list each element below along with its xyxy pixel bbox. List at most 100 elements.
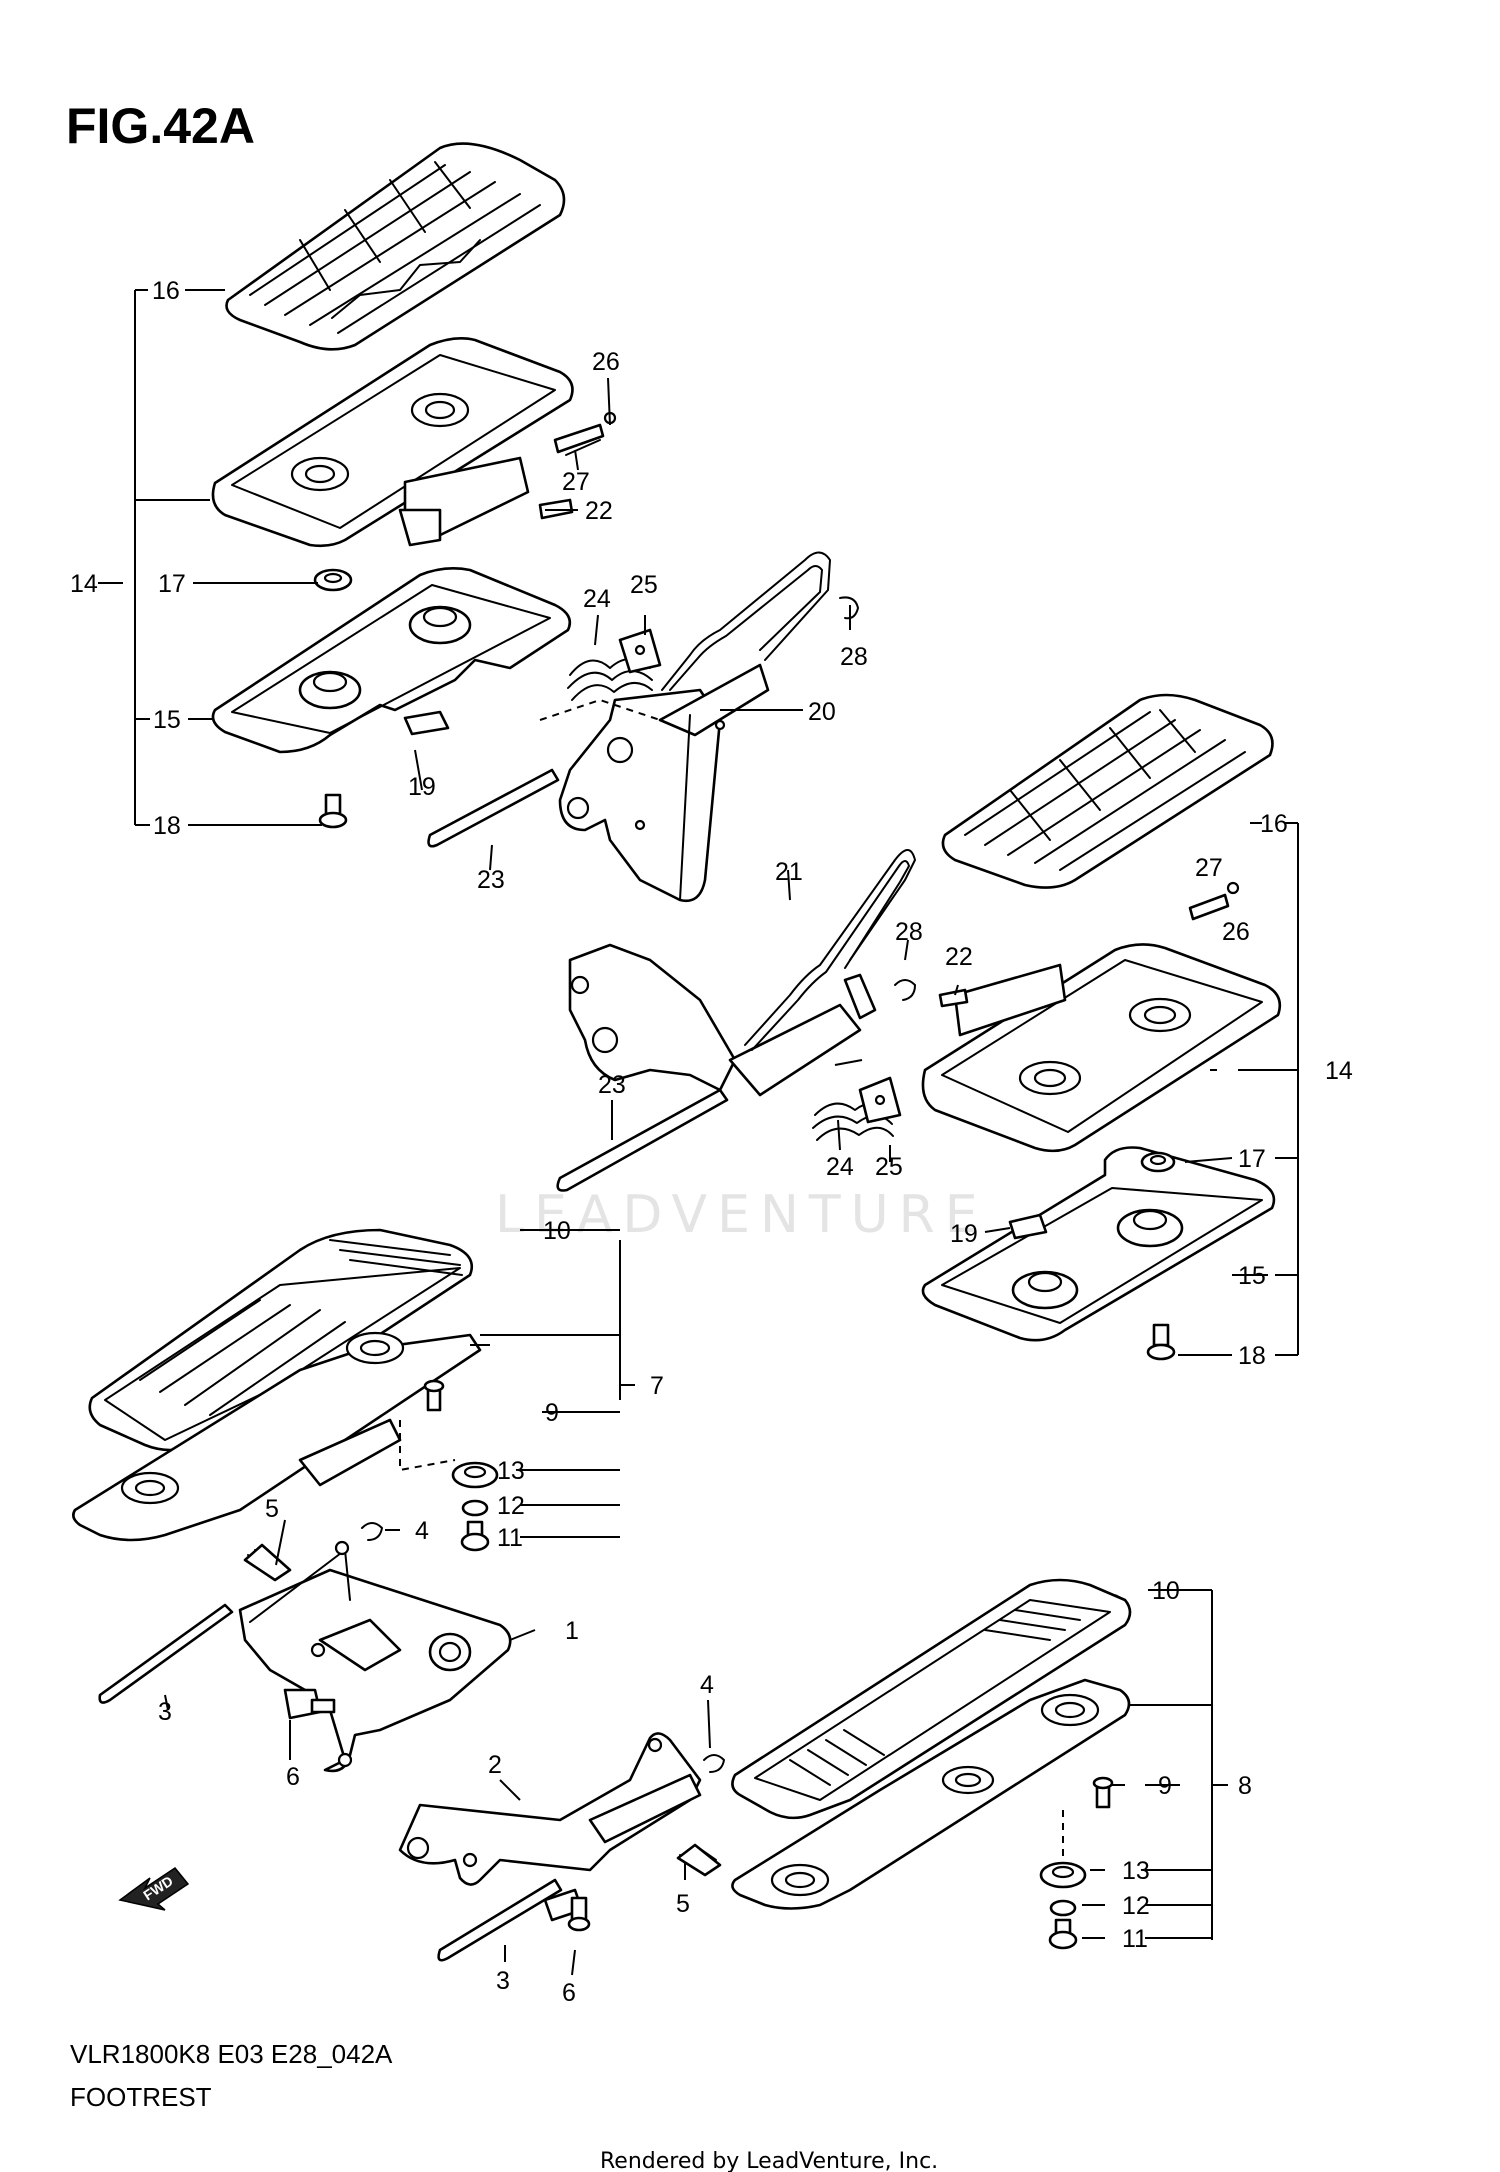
callout-1: 1 bbox=[565, 1617, 579, 1645]
bolt-11b bbox=[1048, 1918, 1078, 1950]
callout-15: 15 bbox=[153, 706, 181, 734]
footboard-rubber-lower-left bbox=[88, 1228, 474, 1452]
rod-3b bbox=[437, 1878, 563, 1962]
callout-12: 12 bbox=[497, 1492, 525, 1520]
footboard-base-upper-right bbox=[921, 1146, 1276, 1342]
callout-17: 17 bbox=[158, 570, 186, 598]
footboard-plate-lower-left bbox=[72, 1331, 482, 1542]
cushion-19b bbox=[1008, 1213, 1048, 1240]
callout-26: 26 bbox=[592, 348, 620, 376]
caption: FOOTREST bbox=[70, 2082, 212, 2112]
figure-title: FIG.42A bbox=[66, 98, 255, 154]
callout-22: 22 bbox=[585, 497, 613, 525]
rod-23b bbox=[556, 1088, 729, 1192]
callout-22: 22 bbox=[945, 943, 973, 971]
bracket-20 bbox=[558, 551, 831, 903]
callout-12: 12 bbox=[1122, 1892, 1150, 1920]
callout-2: 2 bbox=[488, 1751, 502, 1779]
cushion-19a bbox=[403, 710, 450, 736]
callout-25: 25 bbox=[630, 571, 658, 599]
callout-5: 5 bbox=[676, 1890, 690, 1918]
bracket-2 bbox=[398, 1732, 702, 1886]
callout-9: 9 bbox=[545, 1399, 559, 1427]
bolt-9b bbox=[1092, 1776, 1114, 1809]
footboard-rubber-upper-left bbox=[225, 142, 566, 351]
washer-12a bbox=[461, 1499, 489, 1517]
dash-line-upper bbox=[539, 698, 661, 721]
footboard-plate-upper-right bbox=[921, 943, 1282, 1153]
rod-23a bbox=[427, 768, 560, 848]
bracket-21 bbox=[568, 849, 916, 1097]
spring-5b bbox=[676, 1843, 722, 1877]
dash-line-lower-left bbox=[399, 1420, 456, 1472]
callout-14: 14 bbox=[1325, 1057, 1353, 1085]
rendered-by: Rendered by LeadVenture, Inc. bbox=[600, 2149, 938, 2172]
callout-25: 25 bbox=[875, 1153, 903, 1181]
footboard-plate-upper-left bbox=[211, 337, 574, 548]
callout-16: 16 bbox=[152, 277, 180, 305]
callout-23: 23 bbox=[598, 1071, 626, 1099]
callout-24: 24 bbox=[826, 1153, 854, 1181]
callout-7: 7 bbox=[650, 1372, 664, 1400]
callout-18: 18 bbox=[1238, 1342, 1266, 1370]
callout-8: 8 bbox=[1238, 1772, 1252, 1800]
callout-3: 3 bbox=[158, 1698, 172, 1726]
leader-lines bbox=[98, 289, 1299, 1976]
callout-10: 10 bbox=[543, 1217, 571, 1245]
callout-16: 16 bbox=[1260, 810, 1288, 838]
collar-13b bbox=[1039, 1861, 1087, 1889]
washer-12b bbox=[1049, 1899, 1077, 1917]
washer-17a bbox=[313, 568, 353, 592]
clip-4b bbox=[703, 1754, 725, 1773]
callout-13: 13 bbox=[1122, 1857, 1150, 1885]
model-code: VLR1800K8 E03 E28_042A bbox=[70, 2039, 393, 2069]
callout-28: 28 bbox=[895, 918, 923, 946]
callout-23: 23 bbox=[477, 866, 505, 894]
plate-25a bbox=[618, 628, 662, 674]
callout-10: 10 bbox=[1152, 1577, 1180, 1605]
spring-5a bbox=[243, 1543, 292, 1582]
washer-17b bbox=[1140, 1151, 1176, 1173]
bolt-11a bbox=[460, 1520, 490, 1552]
callout-15: 15 bbox=[1238, 1262, 1266, 1290]
callout-5: 5 bbox=[265, 1495, 279, 1523]
bolt-6b bbox=[543, 1888, 591, 1932]
plate-25b bbox=[858, 1076, 902, 1124]
callout-27: 27 bbox=[1195, 854, 1223, 882]
callout-19: 19 bbox=[408, 773, 436, 801]
callout-13: 13 bbox=[497, 1457, 525, 1485]
footboard-rubber-upper-right bbox=[941, 693, 1274, 889]
callout-19: 19 bbox=[950, 1220, 978, 1248]
spring-27b bbox=[1188, 893, 1230, 921]
bracket-1 bbox=[238, 1540, 512, 1773]
watermark: LEADVENTURE bbox=[495, 1185, 988, 1245]
bolt-9a bbox=[423, 1379, 445, 1412]
bolt-18a bbox=[318, 793, 348, 829]
spring-27a bbox=[553, 423, 605, 456]
callout-26: 26 bbox=[1222, 918, 1250, 946]
callout-4: 4 bbox=[415, 1517, 429, 1545]
bolt-6a bbox=[283, 1688, 336, 1720]
rod-3a bbox=[98, 1603, 234, 1704]
collar-13a bbox=[451, 1461, 499, 1489]
callout-6: 6 bbox=[562, 1979, 576, 2007]
callout-11: 11 bbox=[497, 1524, 523, 1552]
callout-21: 21 bbox=[775, 858, 803, 886]
callout-24: 24 bbox=[583, 585, 611, 613]
fwd-arrow-icon: FWD bbox=[118, 1866, 190, 1911]
callout-11: 11 bbox=[1122, 1925, 1148, 1953]
plate-22b bbox=[938, 988, 969, 1008]
callout-14: 14 bbox=[70, 570, 98, 598]
callout-27: 27 bbox=[562, 468, 590, 496]
callout-3: 3 bbox=[496, 1967, 510, 1995]
footboard-base-upper-left bbox=[211, 567, 572, 754]
callout-20: 20 bbox=[808, 698, 836, 726]
callout-9: 9 bbox=[1158, 1772, 1172, 1800]
footboard-plate-lower-right bbox=[731, 1678, 1131, 1910]
ball-26b bbox=[1226, 881, 1240, 895]
clip-4a bbox=[361, 1522, 383, 1541]
bolt-18b bbox=[1146, 1323, 1176, 1361]
callout-28: 28 bbox=[840, 643, 868, 671]
callout-17: 17 bbox=[1238, 1145, 1266, 1173]
